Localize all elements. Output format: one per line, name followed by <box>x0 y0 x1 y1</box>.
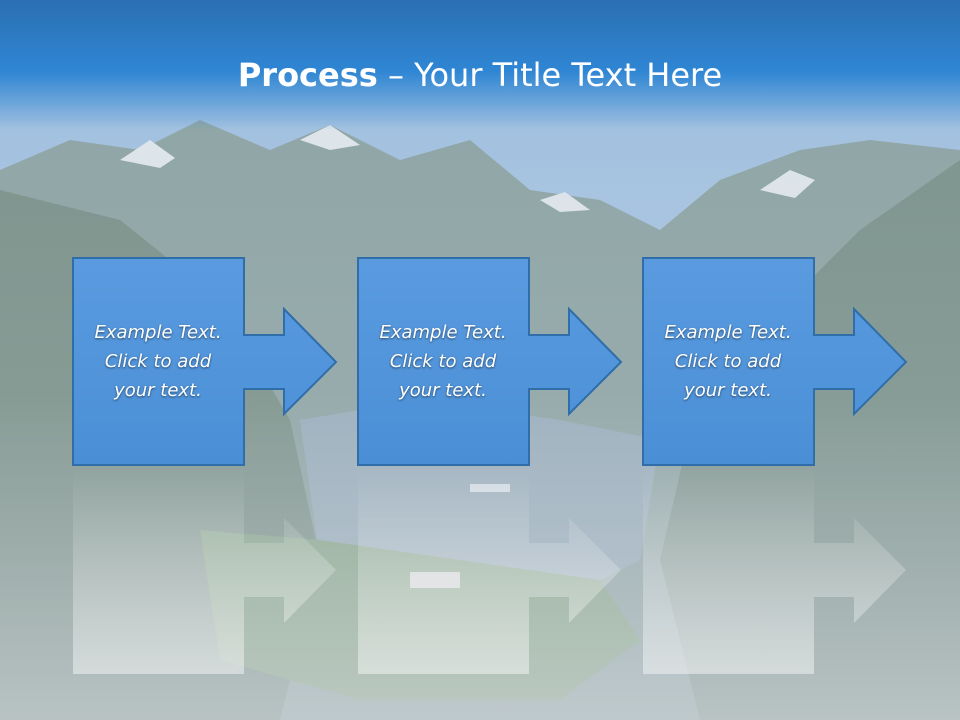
slide-title-bold: Process <box>237 56 378 94</box>
process-step-2-shape <box>357 257 623 674</box>
process-step-3-arrow-box <box>642 257 908 466</box>
process-step-3-reflection <box>643 467 906 674</box>
process-step-1[interactable]: Example Text. Click to add your text. <box>72 257 344 674</box>
process-step-2-arrow-box <box>357 257 623 466</box>
process-step-1-reflection <box>73 467 336 674</box>
process-step-2-reflection <box>358 467 621 674</box>
process-step-3-shape <box>642 257 908 674</box>
process-step-3[interactable]: Example Text. Click to add your text. <box>642 257 914 674</box>
process-step-1-text[interactable]: Example Text. Click to add your text. <box>94 321 222 401</box>
slide-title-rest: – Your Title Text Here <box>377 56 723 94</box>
process-step-2-text[interactable]: Example Text. Click to add your text. <box>379 321 507 401</box>
process-step-3-text[interactable]: Example Text. Click to add your text. <box>664 321 792 401</box>
process-step-2[interactable]: Example Text. Click to add your text. <box>357 257 629 674</box>
title-bar <box>0 0 960 130</box>
process-step-1-arrow-box <box>72 257 338 466</box>
process-step-1-shape <box>72 257 338 674</box>
slide-title: Process – Your Title Text Here <box>0 52 960 98</box>
